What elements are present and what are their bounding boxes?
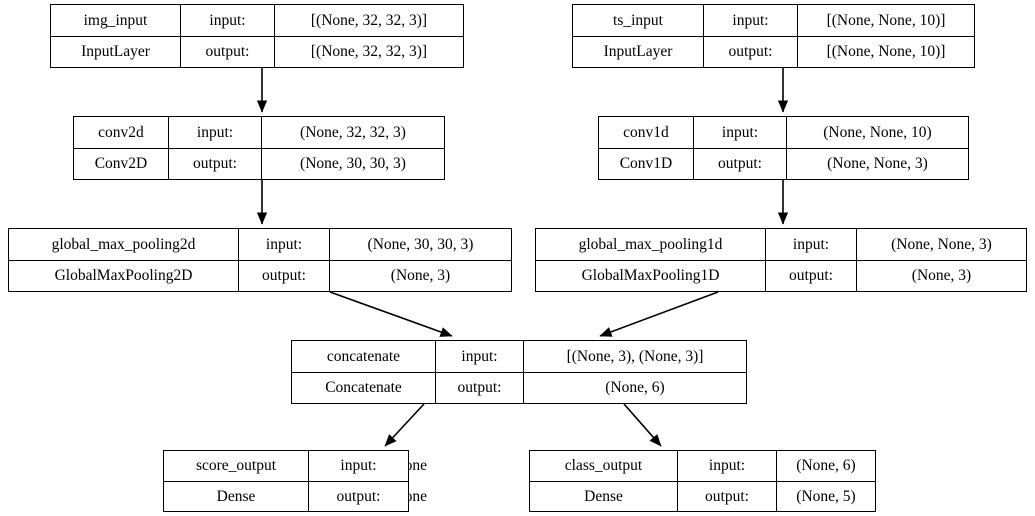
node-layer-class: Concatenate: [292, 372, 436, 403]
node-output-label: output:: [694, 148, 787, 179]
node-conv1d[interactable]: conv1d input: (None, None, 10) Conv1D ou…: [598, 116, 969, 180]
node-conv2d[interactable]: conv2d input: (None, 32, 32, 3) Conv2D o…: [73, 116, 445, 180]
node-layer-class: GlobalMaxPooling2D: [9, 260, 239, 291]
edge-e-concat-class: [623, 403, 662, 447]
node-row-output: GlobalMaxPooling2D output: (None, 3): [9, 260, 511, 291]
node-output-label: output:: [169, 148, 262, 179]
node-layer-name: class_output: [530, 451, 678, 481]
node-row-output: InputLayer output: [(None, None, 10)]: [573, 36, 974, 67]
node-row-input: img_input input: [(None, 32, 32, 3)]: [51, 5, 463, 37]
node-row-output: Dense output: (None, 1): [164, 481, 427, 511]
node-input-shape: (None, 32, 32, 3): [300, 123, 406, 141]
node-layer-name: conv1d: [599, 117, 694, 148]
node-layer-class: Conv2D: [74, 148, 169, 179]
node-output-label: output:: [239, 260, 330, 291]
node-row-input: class_output input: (None, 6): [530, 451, 875, 482]
node-input-shape: (None, 6): [796, 457, 856, 474]
node-output-label: output:: [704, 36, 798, 67]
node-ts-input[interactable]: ts_input input: [(None, None, 10)] Input…: [572, 4, 975, 68]
node-output-shape: (None, 3): [911, 267, 972, 284]
node-output-shape: (None, 5): [796, 487, 856, 505]
node-row-input: global_max_pooling2d input: (None, 30, 3…: [9, 229, 511, 261]
node-layer-class: InputLayer: [51, 36, 181, 67]
node-output-label: output:: [436, 372, 524, 403]
node-row-input: conv1d input: (None, None, 10): [599, 117, 968, 149]
node-output-shape: (None, 1): [409, 487, 427, 505]
node-row-input: ts_input input: [(None, None, 10)]: [573, 5, 974, 37]
node-input-label: input:: [239, 229, 330, 260]
node-input-shape: [(None, 32, 32, 3)]: [310, 11, 428, 29]
node-input-shape: [(None, 3), (None, 3)]: [566, 347, 704, 365]
node-global-max-pooling1d[interactable]: global_max_pooling1d input: (None, None,…: [535, 228, 1027, 292]
node-row-output: Conv1D output: (None, None, 3): [599, 148, 968, 179]
node-global-max-pooling2d[interactable]: global_max_pooling2d input: (None, 30, 3…: [8, 228, 512, 292]
node-row-input: conv2d input: (None, 32, 32, 3): [74, 117, 444, 149]
node-layer-name: ts_input: [573, 5, 704, 36]
node-img-input[interactable]: img_input input: [(None, 32, 32, 3)] Inp…: [50, 4, 464, 68]
node-layer-class: Dense: [530, 481, 678, 511]
node-row-output: Conv2D output: (None, 30, 30, 3): [74, 148, 444, 179]
node-layer-class: Dense: [164, 481, 309, 511]
node-row-output: GlobalMaxPooling1D output: (None, 3): [536, 260, 1026, 291]
node-class-output[interactable]: class_output input: (None, 6) Dense outp…: [529, 450, 876, 512]
node-layer-class: Conv1D: [599, 148, 694, 179]
node-input-shape: [(None, None, 10)]: [826, 11, 946, 29]
node-input-label: input:: [169, 117, 262, 148]
node-row-output: Concatenate output: (None, 6): [292, 372, 746, 403]
node-layer-name: img_input: [51, 5, 181, 36]
node-output-shape: (None, 3): [390, 267, 451, 284]
node-row-input: global_max_pooling1d input: (None, None,…: [536, 229, 1026, 261]
node-layer-name: global_max_pooling1d: [536, 229, 766, 260]
node-input-shape: (None, None, 10): [823, 123, 932, 141]
node-input-label: input:: [766, 229, 857, 260]
node-input-label: input:: [309, 451, 409, 481]
node-input-label: input:: [181, 5, 275, 36]
node-output-shape: [(None, 32, 32, 3)]: [310, 43, 428, 60]
node-output-label: output:: [309, 481, 409, 511]
node-layer-name: conv2d: [74, 117, 169, 148]
node-input-label: input:: [678, 451, 777, 481]
node-output-label: output:: [678, 481, 777, 511]
edge-e-concat-score: [384, 403, 425, 447]
node-output-shape: (None, 30, 30, 3): [300, 155, 406, 172]
node-output-label: output:: [766, 260, 857, 291]
node-output-shape: [(None, None, 10)]: [826, 43, 946, 60]
node-row-input: score_output input: (None, 6): [164, 451, 427, 482]
node-row-output: InputLayer output: [(None, 32, 32, 3)]: [51, 36, 463, 67]
node-layer-class: InputLayer: [573, 36, 704, 67]
node-input-label: input:: [436, 341, 524, 372]
node-input-shape: (None, 30, 30, 3): [367, 235, 474, 253]
node-layer-name: score_output: [164, 451, 309, 481]
node-layer-class: GlobalMaxPooling1D: [536, 260, 766, 291]
node-input-shape: (None, 6): [409, 457, 427, 474]
edge-e-gmp2d-concat: [329, 291, 453, 337]
node-row-output: Dense output: (None, 5): [530, 481, 875, 511]
node-input-label: input:: [694, 117, 787, 148]
node-row-input: concatenate input: [(None, 3), (None, 3)…: [292, 341, 746, 373]
node-layer-name: global_max_pooling2d: [9, 229, 239, 260]
node-concatenate[interactable]: concatenate input: [(None, 3), (None, 3)…: [291, 340, 747, 404]
node-score-output[interactable]: score_output input: (None, 6) Dense outp…: [163, 450, 427, 512]
node-input-shape: (None, None, 3): [891, 235, 992, 253]
node-output-shape: (None, None, 3): [827, 155, 928, 172]
node-output-shape: (None, 6): [605, 379, 665, 396]
node-output-label: output:: [181, 36, 275, 67]
node-layer-name: concatenate: [292, 341, 436, 372]
edge-e-gmp1d-concat: [599, 291, 719, 337]
node-input-label: input:: [704, 5, 798, 36]
